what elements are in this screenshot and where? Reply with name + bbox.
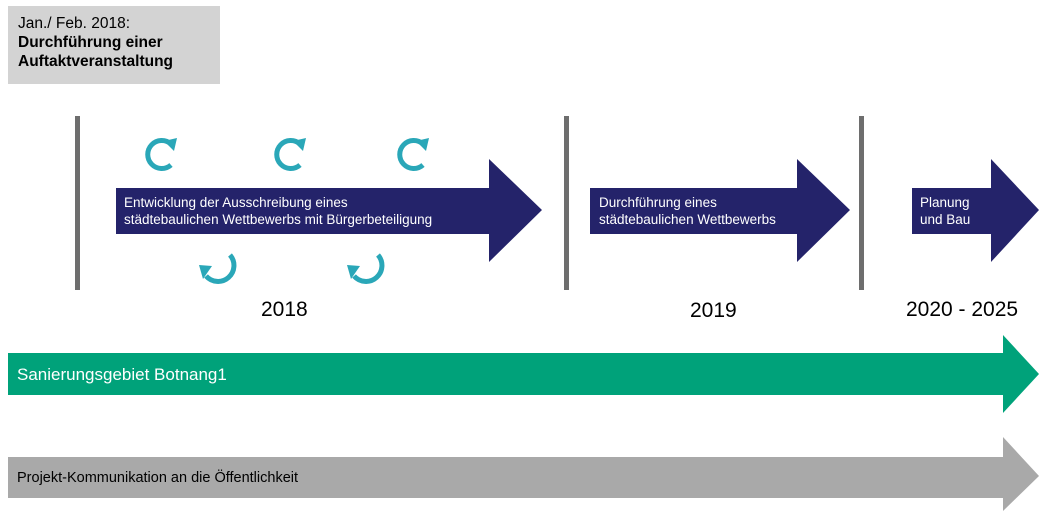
phase-label-2020-2025-line1: Planung bbox=[920, 195, 970, 210]
phase-arrow-2020-2025 bbox=[912, 159, 1039, 262]
cycle-icon-arrowhead bbox=[199, 265, 212, 279]
cycle-icon-arrowhead bbox=[416, 138, 429, 151]
year-label-2020-2025: 2020 - 2025 bbox=[906, 298, 1019, 321]
band-arrow-sanierungsgebiet bbox=[8, 335, 1039, 413]
kickoff-note: Jan./ Feb. 2018: Durchführung einer Auft… bbox=[8, 6, 220, 84]
year-label-2019: 2019 bbox=[690, 299, 737, 322]
band-label-kommunikation: Projekt-Kommunikation an die Öffentlichk… bbox=[17, 470, 299, 486]
cycle-icon bbox=[397, 138, 425, 171]
band-label-sanierungsgebiet: Sanierungsgebiet Botnang1 bbox=[17, 365, 227, 384]
separator-2019-2020 bbox=[859, 116, 864, 290]
kickoff-note-title-line2: Auftaktveranstaltung bbox=[18, 53, 174, 70]
phase-label-2019-line2: städtebaulichen Wettbewerbs bbox=[599, 212, 776, 227]
cycle-icon bbox=[204, 253, 237, 284]
cycle-icon bbox=[274, 138, 302, 171]
separator-2018-2019 bbox=[564, 116, 569, 290]
year-label-2018: 2018 bbox=[261, 298, 308, 321]
phase-label-2019: Durchführung eines städtebaulichen Wettb… bbox=[599, 194, 809, 228]
cycle-icon-arrowhead bbox=[164, 138, 177, 151]
cycle-icon bbox=[352, 253, 385, 284]
phase-label-2018-line2: städtebaulichen Wettbewerbs mit Bürgerbe… bbox=[124, 212, 433, 227]
phase-arrow-2019 bbox=[590, 159, 850, 262]
phase-arrow-2018 bbox=[116, 159, 542, 262]
phase-label-2018-line1: Entwicklung der Ausschreibung eines bbox=[124, 195, 348, 210]
cycle-icon-arrowhead bbox=[293, 138, 306, 151]
cycle-icon-arrowhead bbox=[347, 265, 360, 279]
phase-label-2020-2025: Planung und Bau bbox=[920, 194, 1000, 228]
kickoff-note-title-line1: Durchführung einer bbox=[18, 34, 163, 51]
phase-label-2018: Entwicklung der Ausschreibung eines städ… bbox=[124, 194, 494, 228]
separator-start bbox=[75, 116, 80, 290]
cycle-icon bbox=[145, 138, 173, 171]
band-arrow-kommunikation bbox=[8, 437, 1039, 511]
phase-label-2020-2025-line2: und Bau bbox=[920, 212, 971, 227]
phase-label-2019-line1: Durchführung eines bbox=[599, 195, 717, 210]
kickoff-note-date: Jan./ Feb. 2018: bbox=[18, 15, 131, 32]
